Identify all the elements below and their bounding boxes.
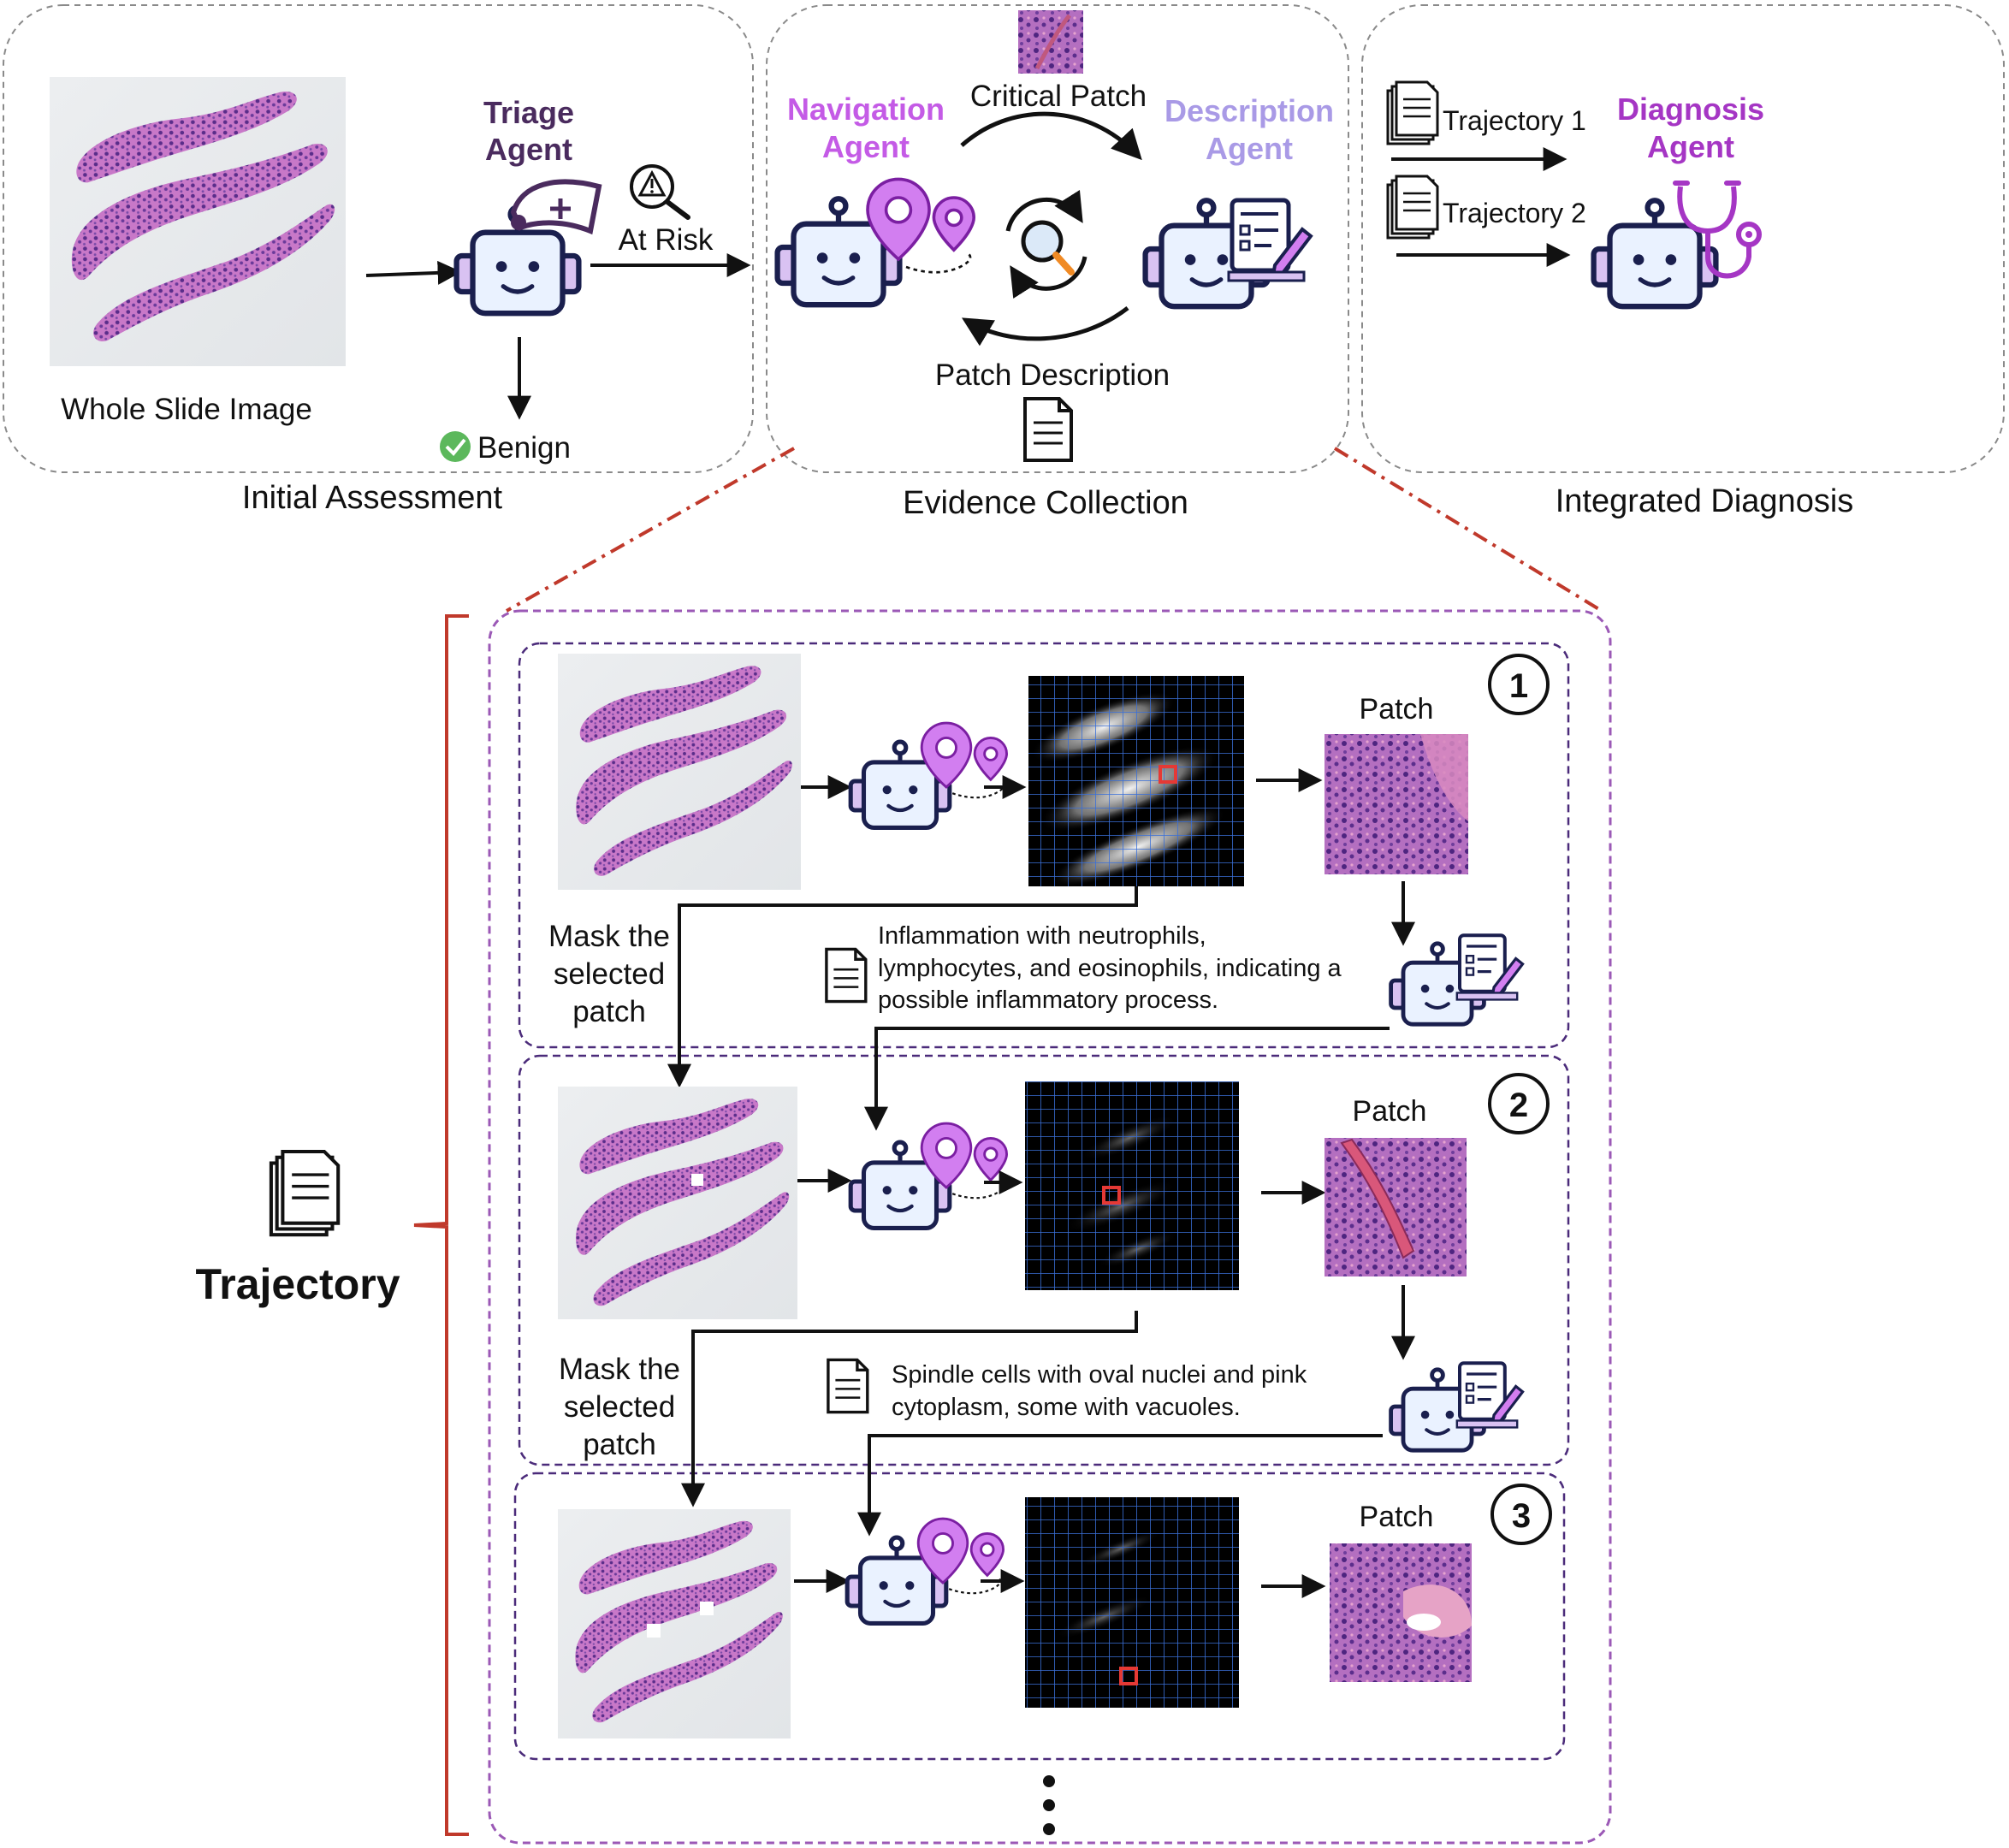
diagnosis-agent-title-line1: Diagnosis [1617, 92, 1764, 127]
mask-label-2-line2: selected [564, 1390, 675, 1424]
triage-agent-title-line2: Agent [485, 132, 572, 167]
trajectory-bracket [413, 614, 469, 1836]
trajectory-label: Trajectory [195, 1260, 400, 1308]
step-badge-1 [1488, 654, 1550, 715]
step-1-description-line3: possible inflammatory process. [878, 986, 1218, 1014]
step-2-description-line1: Spindle cells with oval nuclei and pink [892, 1361, 1307, 1389]
description-agent-title-line1: Description [1165, 93, 1334, 128]
step-1-description-line1: Inflammation with neutrophils, [878, 922, 1206, 950]
navigation-agent-title-line1: Navigation [787, 92, 945, 127]
selected-patch-marker [1159, 765, 1177, 784]
step-1-description-line2: lymphocytes, and eosinophils, indicating… [878, 955, 1342, 982]
navigation-agent-title-line2: Agent [822, 129, 910, 164]
step-1-attention-grid [1028, 676, 1244, 887]
step-1-patch [1325, 734, 1468, 874]
mask-label-1-line1: Mask the [548, 920, 670, 953]
continuation-dot [1043, 1799, 1055, 1811]
continuation-dot [1043, 1823, 1055, 1835]
diagnosis-agent-title-line2: Agent [1647, 129, 1734, 164]
step-2-description-line2: cytoplasm, some with vacuoles. [892, 1394, 1241, 1421]
arrow-mask-step-1 [667, 886, 1138, 1088]
step-2-attention-grid [1025, 1081, 1239, 1290]
navigation-robot-icon [847, 1517, 1004, 1623]
step-box-2 [518, 1054, 1570, 1466]
arrow-desc-to-nav [961, 306, 1129, 346]
description-agent-title-line2: Agent [1206, 131, 1293, 166]
check-circle-icon [440, 431, 471, 462]
arrow-description-to-next-nav [857, 1434, 1383, 1537]
stage-integrated-diagnosis: Trajectory 1 Trajectory 2 Diagnosis Agen… [1361, 4, 2005, 519]
stage-evidence-collection: Critical Patch Navigation Agent Descript… [766, 4, 1349, 521]
step-3-patch [1330, 1543, 1472, 1682]
patch-description-label: Patch Description [935, 358, 1170, 392]
navigation-robot-icon [850, 721, 1008, 827]
cycle-search-icon [1005, 189, 1087, 299]
at-risk-label: At Risk [619, 223, 714, 257]
diagnosis-robot-icon [1594, 200, 1716, 306]
mask-label-1-line3: patch [572, 995, 646, 1028]
selected-patch-marker [1119, 1667, 1138, 1685]
warning-search-icon [630, 164, 690, 220]
trajectory-box [488, 609, 1612, 1845]
navigation-robot-icon [850, 1122, 1008, 1228]
document-icon [827, 1358, 869, 1414]
step-2-patch [1325, 1138, 1467, 1276]
trajectory-2-label: Trajectory 2 [1443, 198, 1586, 228]
stage-caption-initial: Initial Assessment [242, 480, 503, 516]
stage-caption-evidence: Evidence Collection [903, 485, 1188, 521]
arrow-description-to-next-nav [864, 1027, 1390, 1131]
patch-label-2: Patch [1353, 1095, 1427, 1128]
mask-label-2-line3: patch [583, 1428, 656, 1461]
mask-label-1-line2: selected [554, 957, 665, 991]
step-number-1: 1 [1509, 667, 1528, 705]
stage-box [3, 4, 754, 473]
stage-box [1361, 4, 2005, 473]
trajectory-panel: Trajectory 1 2 3 Patc [195, 609, 1612, 1845]
stage-box [766, 4, 1349, 473]
stage-initial-assessment: Whole Slide Image Triage Agent At Risk [3, 4, 754, 516]
documents-stack-icon [1386, 80, 1439, 145]
step-badge-2 [1488, 1073, 1550, 1134]
description-robot-icon [1146, 200, 1311, 306]
step-box-1 [518, 642, 1570, 1049]
triage-agent-title-line1: Triage [483, 95, 574, 130]
description-robot-icon [1391, 935, 1523, 1024]
step-3-slide [558, 1509, 791, 1738]
step-3-attention-grid [1025, 1497, 1239, 1708]
patch-label-1: Patch [1360, 693, 1434, 726]
document-icon [825, 947, 868, 1004]
step-box-3 [513, 1472, 1566, 1761]
patch-label-3: Patch [1360, 1501, 1434, 1533]
step-1-slide [558, 654, 801, 890]
step-number-3: 3 [1512, 1497, 1531, 1535]
document-icon [1023, 397, 1073, 462]
step-2-slide [558, 1087, 797, 1319]
critical-patch-thumbnail [1018, 10, 1083, 74]
stethoscope-icon [1673, 181, 1762, 279]
trajectory-1-label: Trajectory 1 [1443, 105, 1586, 136]
critical-patch-label: Critical Patch [970, 80, 1147, 113]
stage-caption-integrated: Integrated Diagnosis [1556, 483, 1854, 519]
documents-stack-icon [271, 1152, 338, 1235]
step-number-2: 2 [1509, 1087, 1528, 1124]
benign-label: Benign [477, 431, 571, 465]
arrow-mask-step-2 [681, 1311, 1138, 1507]
mask-label-2-line1: Mask the [559, 1353, 680, 1386]
zoom-line-right [1333, 447, 1603, 613]
step-badge-3 [1490, 1484, 1552, 1545]
selected-patch-marker [1102, 1186, 1121, 1205]
continuation-dot [1043, 1775, 1055, 1787]
arrow-wsi-to-triage [365, 260, 462, 285]
whole-slide-image [50, 77, 346, 366]
navigation-robot-icon [778, 177, 975, 305]
arrow-nav-to-desc [960, 111, 1142, 161]
nurse-cap-icon [510, 179, 602, 235]
documents-stack-icon [1386, 175, 1439, 240]
zoom-line-left [506, 447, 795, 613]
description-robot-icon [1391, 1363, 1523, 1450]
wsi-label: Whole Slide Image [61, 393, 312, 426]
